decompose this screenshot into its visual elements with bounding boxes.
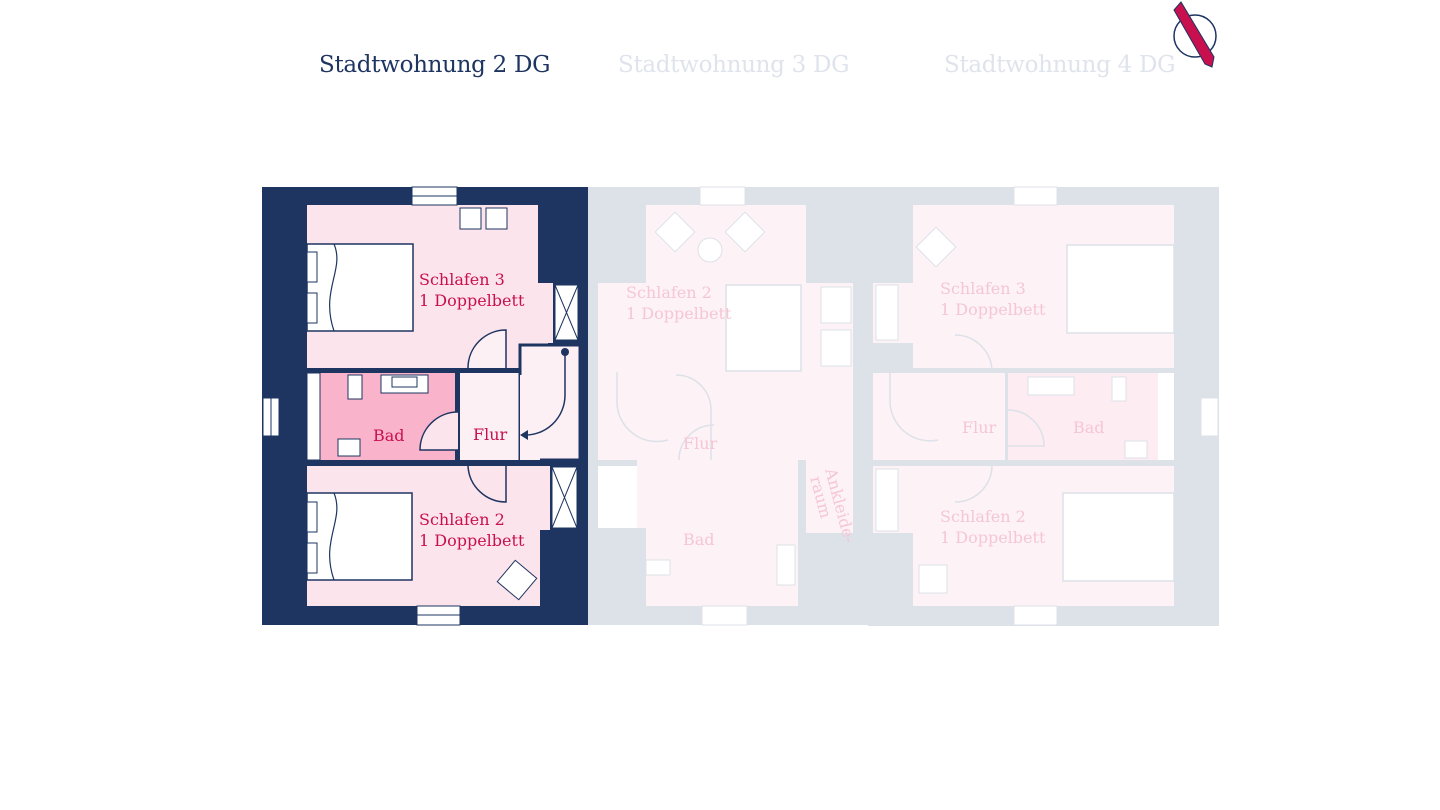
room-beds-schlafen-3: 1 Doppelbett xyxy=(419,291,525,310)
unit-stadtwohnung-4-dg[interactable]: Schlafen 3 1 Doppelbett Flur Bad Schlafe… xyxy=(868,186,1219,626)
room-label-schlafen-2: Schlafen 2 xyxy=(940,507,1026,526)
tab-stadtwohnung-4-dg[interactable]: Stadtwohnung 4 DG xyxy=(944,52,1176,78)
room-beds-schlafen-2: 1 Doppelbett xyxy=(940,528,1046,547)
room-label-schlafen-3: Schlafen 3 xyxy=(940,279,1026,298)
room-label-schlafen-2: Schlafen 2 xyxy=(419,510,505,529)
toilet-icon xyxy=(347,374,363,400)
sink-icon xyxy=(380,374,429,394)
door-icon xyxy=(419,411,459,451)
room-label-bad: Bad xyxy=(373,426,405,445)
room-beds-schlafen-3: 1 Doppelbett xyxy=(940,300,1046,319)
unit-stadtwohnung-2-dg[interactable]: Schlafen 3 1 Doppelbett Bad Flur Schlafe… xyxy=(262,186,588,626)
tab-stadtwohnung-3-dg[interactable]: Stadtwohnung 3 DG xyxy=(618,52,850,78)
door-icon xyxy=(467,329,507,369)
double-bed-icon xyxy=(306,243,414,332)
room-label-flur: Flur xyxy=(683,434,718,453)
window-icon xyxy=(551,284,579,529)
room-beds-schlafen-2: 1 Doppelbett xyxy=(419,531,525,550)
nightstand-icon xyxy=(459,207,482,230)
room-label-bad: Bad xyxy=(1073,418,1105,437)
tab-stadtwohnung-2-dg[interactable]: Stadtwohnung 2 DG xyxy=(319,52,551,78)
stair-arrow-icon xyxy=(521,352,566,436)
room-label-schlafen-3: Schlafen 3 xyxy=(419,270,505,289)
compass-north-icon xyxy=(1173,1,1217,68)
double-bed-icon xyxy=(306,492,413,581)
armchair-icon xyxy=(496,559,538,601)
room-label-bad: Bad xyxy=(683,530,715,549)
room-label-schlafen-2: Schlafen 2 xyxy=(626,283,712,302)
nightstand-icon xyxy=(485,207,508,230)
shower-icon xyxy=(337,438,361,457)
room-beds-schlafen-2: 1 Doppelbett xyxy=(626,304,732,323)
unit-stadtwohnung-3-dg[interactable]: Schlafen 2 1 Doppelbett Flur Bad Ankleid… xyxy=(588,186,870,626)
room-label-flur: Flur xyxy=(473,425,508,444)
room-label-flur: Flur xyxy=(962,418,997,437)
door-icon xyxy=(467,465,507,503)
